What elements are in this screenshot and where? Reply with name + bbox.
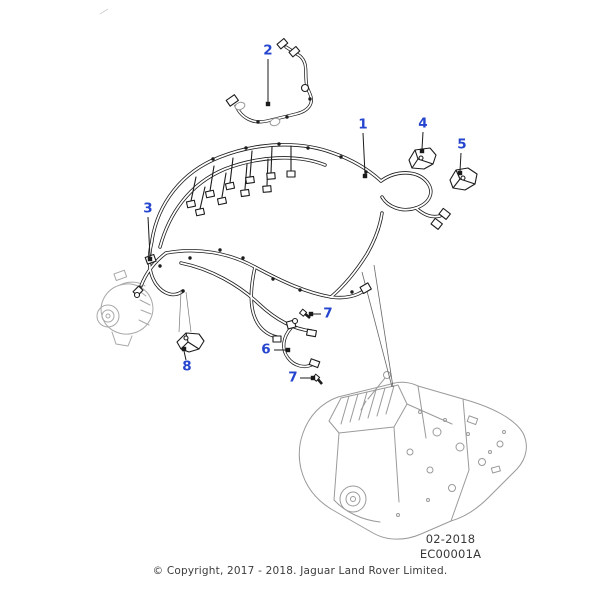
jumper-harness-part xyxy=(225,37,313,127)
callout-8[interactable]: 8 xyxy=(182,358,192,375)
ground-cable-part xyxy=(282,317,321,369)
figure-code-id: EC00001A xyxy=(419,546,482,561)
registration-tick xyxy=(99,8,109,15)
bracket-8-part xyxy=(176,291,205,353)
callout-3[interactable]: 3 xyxy=(143,200,153,217)
callout-5[interactable]: 5 xyxy=(457,136,467,153)
copyright-text: © Copyright, 2017 - 2018. Jaguar Land Ro… xyxy=(152,565,448,577)
callout-1[interactable]: 1 xyxy=(358,116,368,133)
callout-2[interactable]: 2 xyxy=(263,42,273,59)
callout-6[interactable]: 6 xyxy=(261,341,271,358)
figure-code-date: 02-2018 xyxy=(425,532,476,546)
callout-4[interactable]: 4 xyxy=(418,115,428,132)
figure-code: 02-2018 EC00001A xyxy=(398,532,503,561)
bolt-7a-part xyxy=(298,308,311,319)
main-harness-part xyxy=(132,142,451,343)
engine-block-drawing xyxy=(298,371,527,540)
alternator-drawing xyxy=(96,269,154,347)
bracket-4-part xyxy=(408,147,437,170)
callout-7-lower[interactable]: 7 xyxy=(288,369,298,386)
leader-lines xyxy=(147,59,463,381)
callout-7-upper[interactable]: 7 xyxy=(323,305,333,322)
bracket-5-part xyxy=(449,167,478,191)
